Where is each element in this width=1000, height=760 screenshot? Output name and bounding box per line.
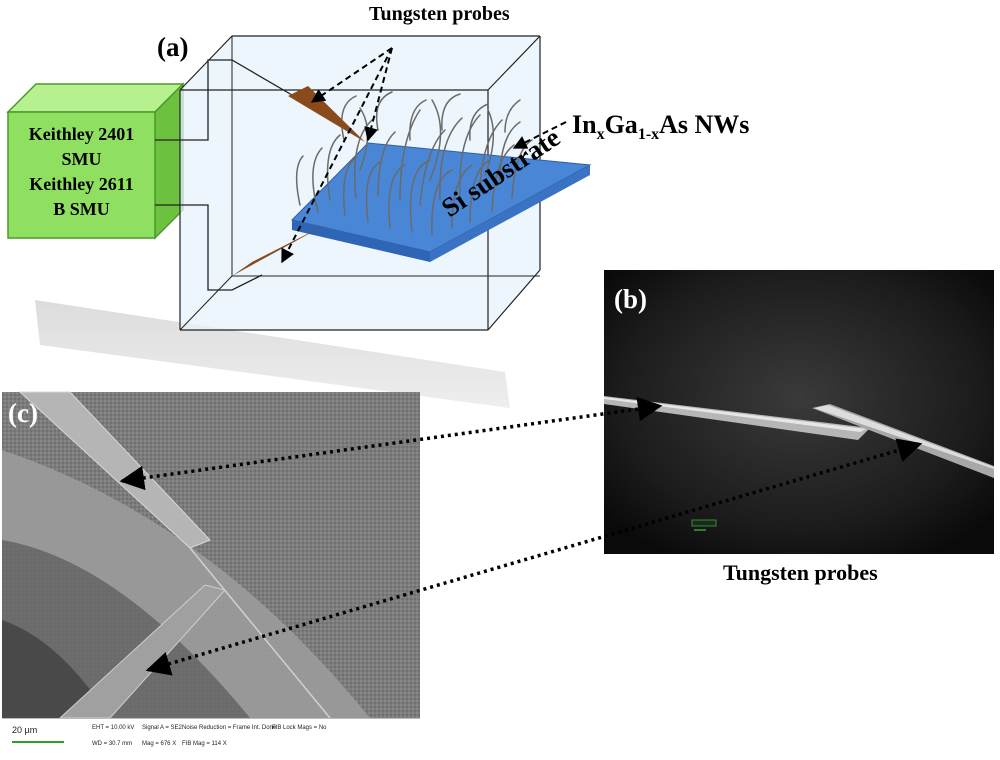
panel-a-label: (a) (157, 32, 188, 63)
sem-info-wd: WD = 30.7 mm (92, 741, 132, 747)
smu-line-2: SMU (8, 147, 155, 172)
sem-info-eht: EHT = 10.00 kV (92, 725, 134, 731)
panel-c-sem-image (2, 392, 420, 718)
panel-c-label: (c) (8, 398, 38, 429)
sem-info-bar: 20 µm EHT = 10.00 kV Signal A = SE2 Nois… (2, 718, 420, 759)
panel-b-label: (b) (614, 284, 647, 315)
sem-info-signal: Signal A = SE2 (142, 725, 182, 731)
nanowire-label: InxGa1-xAs NWs (572, 110, 749, 144)
nw-label-1-x: 1-x (638, 126, 659, 143)
nw-label-ga: Ga (605, 110, 638, 139)
scale-bar-text: 20 µm (12, 725, 37, 735)
smu-text: Keithley 2401 SMU Keithley 2611 B SMU (8, 122, 155, 222)
nw-label-x: x (597, 126, 605, 143)
smu-line-4: B SMU (8, 197, 155, 222)
sem-info-mag: Mag = 676 X (142, 741, 176, 747)
panel-b-sem-image (604, 270, 994, 554)
sem-info-fib-mag: FIB Mag = 114 X (182, 741, 227, 747)
scale-bar-line (12, 741, 64, 743)
nw-label-as: As NWs (659, 110, 749, 139)
panel-b-caption: Tungsten probes (723, 560, 878, 586)
smu-line-1: Keithley 2401 (8, 122, 155, 147)
panel-a (8, 36, 590, 408)
smu-line-3: Keithley 2611 (8, 172, 155, 197)
nw-label-in: In (572, 110, 597, 139)
sem-info-fib-lock: FIB Lock Mags = No (272, 725, 327, 731)
sem-info-noise: Noise Reduction = Frame Int. Done (182, 725, 276, 731)
tungsten-probes-label-a: Tungsten probes (369, 3, 510, 26)
